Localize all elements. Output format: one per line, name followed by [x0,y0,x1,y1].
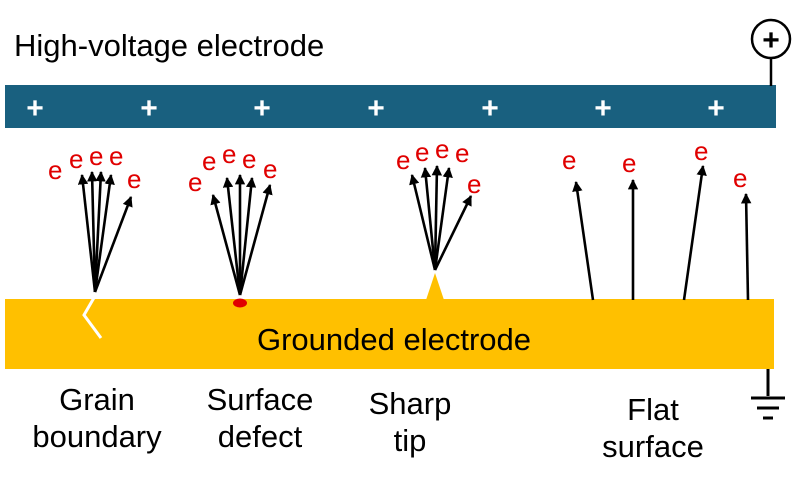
surface-defect-dot-icon [233,298,247,308]
electron-9: e [242,144,257,174]
electron-2: e [69,144,84,174]
electron-16: e [562,145,577,175]
sharp-tip-arrow-3 [431,164,443,271]
flat-surface-arrow-3 [682,164,707,301]
plus-sign-5: + [481,92,499,125]
sharp-tip-arrow-1 [409,173,437,271]
grain-boundary-arrow-1 [77,173,97,293]
plus-sign-3: + [253,92,271,125]
caption-surface-defect: Surface defect [206,382,314,454]
grain-boundary-arrow-5 [93,196,133,293]
electron-19: e [733,163,748,193]
sharp-tip-arrow-2 [420,166,437,271]
electron-8: e [222,139,237,169]
surface-defect-arrow-1 [210,193,242,296]
grain-boundary-arrow-2 [87,170,98,293]
surface-defect-arrow-4 [238,176,257,296]
electron-13: e [435,134,450,164]
plus-sign-6: + [594,92,612,125]
flat-surface-arrow-4 [740,192,752,301]
electron-5: e [127,164,142,194]
high-voltage-electrode-label: High-voltage electrode [14,28,325,63]
electron-18: e [694,136,709,166]
positive-terminal-icon [750,18,792,60]
caption-sharp-tip: Sharp tip [368,386,452,458]
sharp-tip-arrow-4 [433,166,453,271]
plus-sign-4: + [367,92,385,125]
surface-defect-arrow-2 [222,176,242,296]
electron-14: e [455,138,470,168]
grain-boundary-arrow-3 [93,170,106,293]
electron-10: e [263,154,278,184]
plus-sign-2: + [140,92,158,125]
electron-3: e [89,141,104,171]
electron-trajectories [77,164,752,301]
grain-boundary-crack-icon [82,295,103,339]
electron-7: e [202,146,217,176]
surface-defect-arrow-5 [238,183,273,296]
electron-15: e [467,169,482,199]
high-voltage-electrode [5,85,776,128]
electron-17: e [622,148,637,178]
electron-12: e [415,137,430,167]
sharp-tip-arrow-5 [433,195,473,271]
flat-surface-arrow-1 [572,180,595,301]
electron-4: e [109,141,124,171]
plus-sign-1: + [26,92,44,125]
sharp-tip-icon [426,273,444,300]
caption-grain-boundary: Grain boundary [32,382,162,454]
grounded-electrode-label: Grounded electrode [257,322,532,357]
ground-symbol-icon [751,369,785,420]
grain-boundary-arrow-4 [93,173,115,293]
electron-1: e [48,155,63,185]
plus-sign-7: + [707,92,725,125]
terminal-plus-label: + [762,24,780,57]
electron-11: e [396,145,411,175]
grounded-electrode [5,299,774,369]
electron-6: e [188,167,203,197]
caption-flat-surface: Flat surface [602,392,704,464]
plus-signs: + + + + + + + [26,92,725,125]
